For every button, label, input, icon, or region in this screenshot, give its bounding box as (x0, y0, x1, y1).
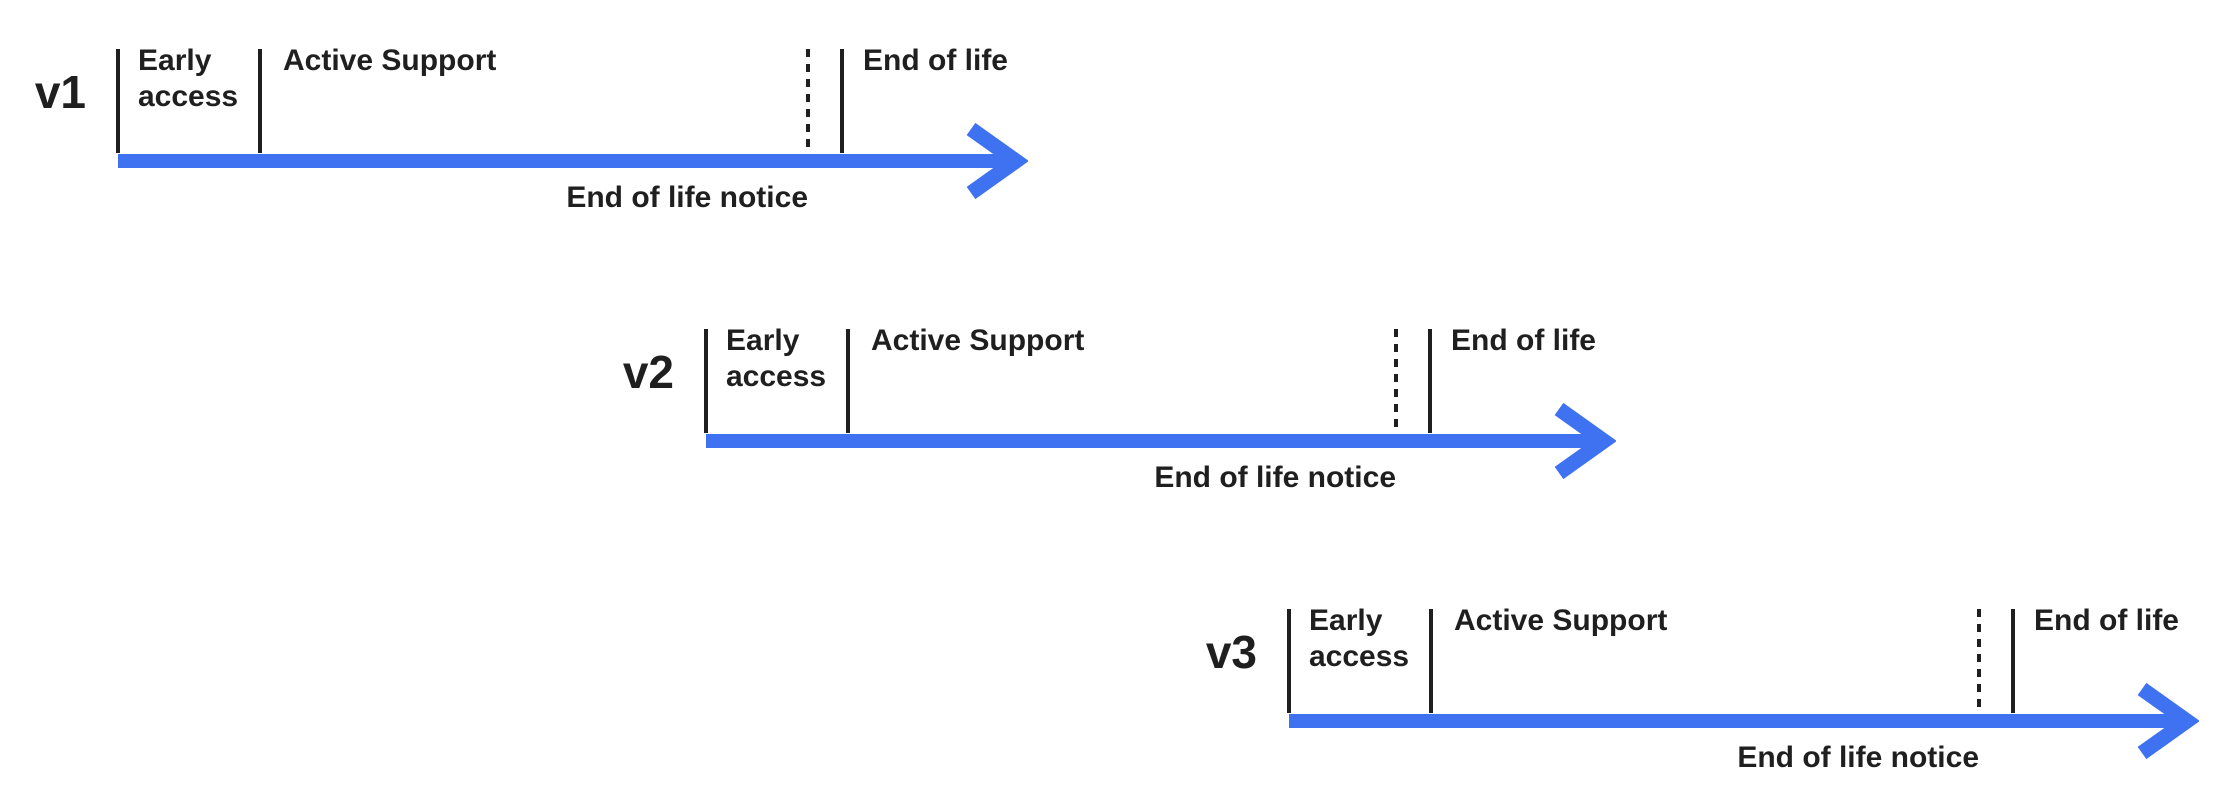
active-support-start-tick (258, 49, 262, 153)
version-label: v1 (34, 66, 86, 118)
end-of-life-tick (840, 49, 844, 153)
timeline-arrow-icon (706, 402, 1616, 480)
early-access-label: Early access (1309, 604, 1410, 673)
timeline-arrow-icon (118, 122, 1028, 200)
eol-notice-dashed-line (1394, 329, 1398, 429)
early-access-start-tick (1287, 609, 1291, 713)
early-access-start-tick (116, 49, 120, 153)
eol-notice-dashed-line (806, 49, 810, 149)
active-support-label: Active Support (283, 44, 497, 77)
end-of-life-label: End of life (863, 44, 1008, 77)
timeline-row-v2: v2 Early access Active Support End of li… (606, 319, 1646, 509)
active-support-start-tick (1429, 609, 1433, 713)
early-access-start-tick (704, 329, 708, 433)
active-support-start-tick (846, 329, 850, 433)
end-of-life-tick (1428, 329, 1432, 433)
active-support-label: Active Support (871, 324, 1085, 357)
early-access-label: Early access (138, 44, 239, 113)
version-label: v2 (622, 346, 674, 398)
eol-notice-label: End of life notice (1737, 741, 1979, 774)
end-of-life-label: End of life (2034, 604, 2179, 637)
active-support-label: Active Support (1454, 604, 1668, 637)
version-label: v3 (1205, 626, 1257, 678)
early-access-label: Early access (726, 324, 827, 393)
timeline-row-v1: v1 Early access Active Support End of li… (18, 39, 1058, 229)
end-of-life-tick (2011, 609, 2015, 713)
eol-notice-label: End of life notice (1154, 461, 1396, 494)
end-of-life-label: End of life (1451, 324, 1596, 357)
eol-notice-dashed-line (1977, 609, 1981, 709)
timeline-row-v3: v3 Early access Active Support End of li… (1189, 599, 2228, 789)
eol-notice-label: End of life notice (566, 181, 808, 214)
timeline-arrow-icon (1289, 682, 2199, 760)
